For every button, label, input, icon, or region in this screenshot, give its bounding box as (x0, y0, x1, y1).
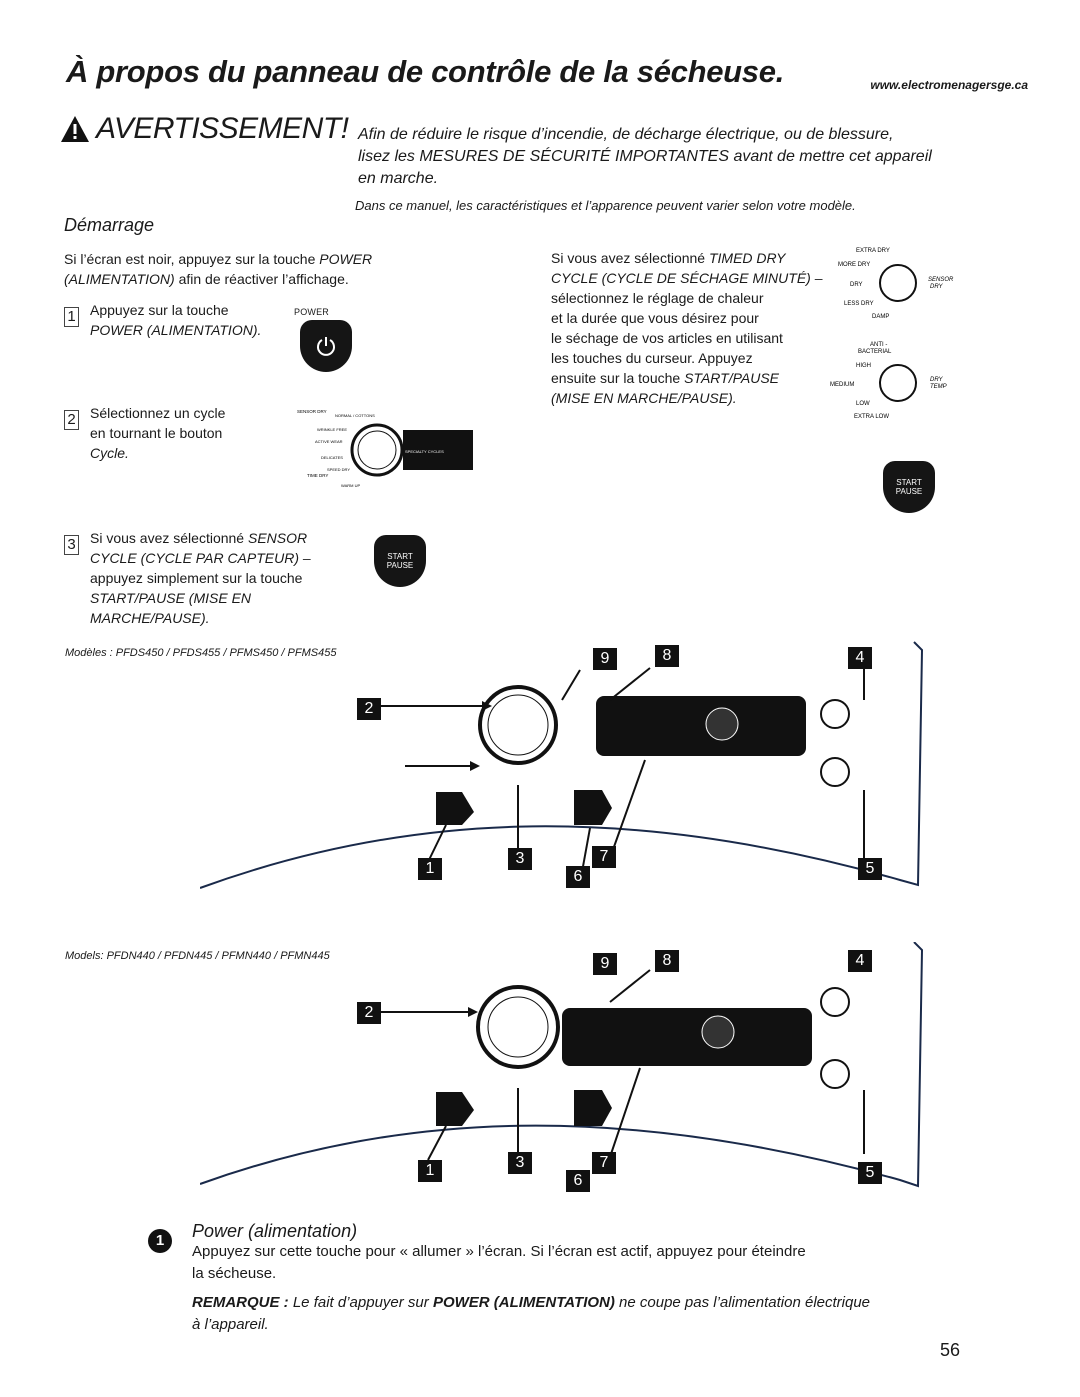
svg-text:MEDIUM: MEDIUM (830, 382, 854, 388)
step-number-3: 3 (64, 535, 79, 555)
power-section-line1: Appuyez sur cette touche pour « allumer … (192, 1243, 806, 1260)
svg-text:TIME DRY: TIME DRY (307, 473, 328, 478)
callout-2b: 2 (357, 1002, 381, 1024)
step-number-2: 2 (64, 410, 79, 430)
svg-text:NORMAL / COTTONS: NORMAL / COTTONS (335, 413, 375, 418)
svg-text:DRY: DRY (930, 377, 943, 383)
remark-line1: REMARQUE : Le fait d’appuyer sur POWER (… (192, 1294, 871, 1311)
callout-6: 6 (566, 866, 590, 888)
svg-text:SENSOR DRY: SENSOR DRY (297, 409, 327, 414)
warning-text-line1: Afin de réduire le risque d’incendie, de… (358, 126, 894, 143)
power-section-line2: la sécheuse. (192, 1265, 277, 1282)
callout-4: 4 (848, 647, 872, 669)
callout-4b: 4 (848, 950, 872, 972)
warning-label: AVERTISSEMENT! (96, 112, 349, 145)
warning-text-line3: en marche. (358, 170, 439, 187)
power-label: Power (294, 307, 330, 317)
extra-dry-label: EXTRA DRY (856, 248, 890, 254)
svg-text:LOW: LOW (856, 401, 870, 407)
warning-triangle-icon (61, 116, 89, 142)
callout-9b: 9 (593, 953, 617, 975)
callout-3b: 3 (508, 1152, 532, 1174)
svg-text:ANTI -: ANTI - (870, 342, 887, 348)
svg-text:WARM UP: WARM UP (341, 483, 361, 488)
dryness-temp-knobs[interactable]: EXTRA DRY MORE DRY DRY LESS DRY DAMP SEN… (830, 245, 970, 425)
svg-text:DAMP: DAMP (872, 314, 889, 320)
start-pause-button-right[interactable]: Start Pause (883, 461, 935, 513)
svg-text:TEMP: TEMP (930, 384, 947, 390)
svg-text:BACTERIAL: BACTERIAL (858, 349, 892, 355)
svg-text:HIGH: HIGH (856, 363, 871, 369)
power-button[interactable] (300, 320, 352, 372)
cycle-knob-small[interactable]: SENSOR DRY NORMAL / COTTONS WRINKLE FREE… (295, 405, 475, 497)
callout-8: 8 (655, 645, 679, 667)
power-section-title: Power (alimentation) (192, 1221, 358, 1241)
step2-text: Sélectionnez un cycle en tournant le bou… (90, 405, 226, 461)
page-number: 56 (940, 1340, 961, 1360)
control-panel-diagram-2 (200, 942, 924, 1188)
pause-label: Pause (895, 487, 923, 496)
step-number-1: 1 (64, 307, 79, 327)
svg-text:SPECIALTY CYCLES: SPECIALTY CYCLES (405, 449, 444, 454)
callout-7: 7 (592, 846, 616, 868)
callout-6b: 6 (566, 1170, 590, 1192)
timed-dry-text: Si vous avez sélectionné TIMED DRY CYCLE… (551, 250, 823, 406)
model-label-2: Models: PFDN440 / PFDN445 / PFMN440 / PF… (65, 950, 330, 962)
svg-text:MORE DRY: MORE DRY (838, 262, 870, 268)
svg-text:SENSOR: SENSOR (928, 277, 954, 283)
callout-7b: 7 (592, 1152, 616, 1174)
model-label-1: Modèles : PFDS450 / PFDS455 / PFMS450 / … (65, 647, 337, 659)
section-badge-1: 1 (148, 1229, 172, 1253)
start-pause-button[interactable]: Start Pause (374, 535, 426, 587)
pause-label: Pause (386, 561, 414, 570)
intro-line1: Si l’écran est noir, appuyez sur la touc… (64, 251, 373, 267)
power-icon (317, 337, 335, 356)
step1-text: Appuyez sur la touche POWER (ALIMENTATIO… (90, 302, 262, 338)
callout-3: 3 (508, 848, 532, 870)
svg-text:ACTIVE WEAR: ACTIVE WEAR (315, 439, 343, 444)
control-panel-diagram-1 (200, 641, 924, 889)
svg-text:LESS DRY: LESS DRY (844, 301, 874, 307)
svg-text:WRINKLE FREE: WRINKLE FREE (317, 427, 347, 432)
svg-text:SPEED DRY: SPEED DRY (327, 467, 350, 472)
callout-1b: 1 (418, 1160, 442, 1182)
website-url[interactable]: www.electromenagersge.ca (870, 78, 1028, 92)
callout-8b: 8 (655, 950, 679, 972)
svg-text:DELICATES: DELICATES (321, 455, 343, 460)
manual-note: Dans ce manuel, les caractéristiques et … (355, 198, 856, 213)
warning-heading: AVERTISSEMENT! (60, 112, 349, 146)
callout-5: 5 (858, 858, 882, 880)
section-heading-demarrage: Démarrage (64, 215, 155, 235)
warning-text-line2: lisez les MESURES DE SÉCURITÉ IMPORTANTE… (358, 148, 932, 165)
svg-text:DRY: DRY (850, 282, 863, 288)
callout-1: 1 (418, 858, 442, 880)
start-label: Start (387, 552, 413, 561)
callout-5b: 5 (858, 1162, 882, 1184)
callout-2: 2 (357, 698, 381, 720)
intro-line2: (ALIMENTATION) afin de réactiver l’affic… (64, 271, 349, 287)
page-title: À propos du panneau de contrôle de la sé… (66, 54, 785, 89)
callout-9: 9 (593, 648, 617, 670)
remark-line2: à l’appareil. (192, 1316, 269, 1333)
step3-text: Si vous avez sélectionné SENSOR CYCLE (C… (90, 530, 311, 626)
svg-text:EXTRA LOW: EXTRA LOW (854, 414, 889, 420)
page-header: À propos du panneau de contrôle de la sé… (66, 54, 1046, 104)
start-label: Start (896, 478, 922, 487)
svg-text:DRY: DRY (930, 284, 943, 290)
